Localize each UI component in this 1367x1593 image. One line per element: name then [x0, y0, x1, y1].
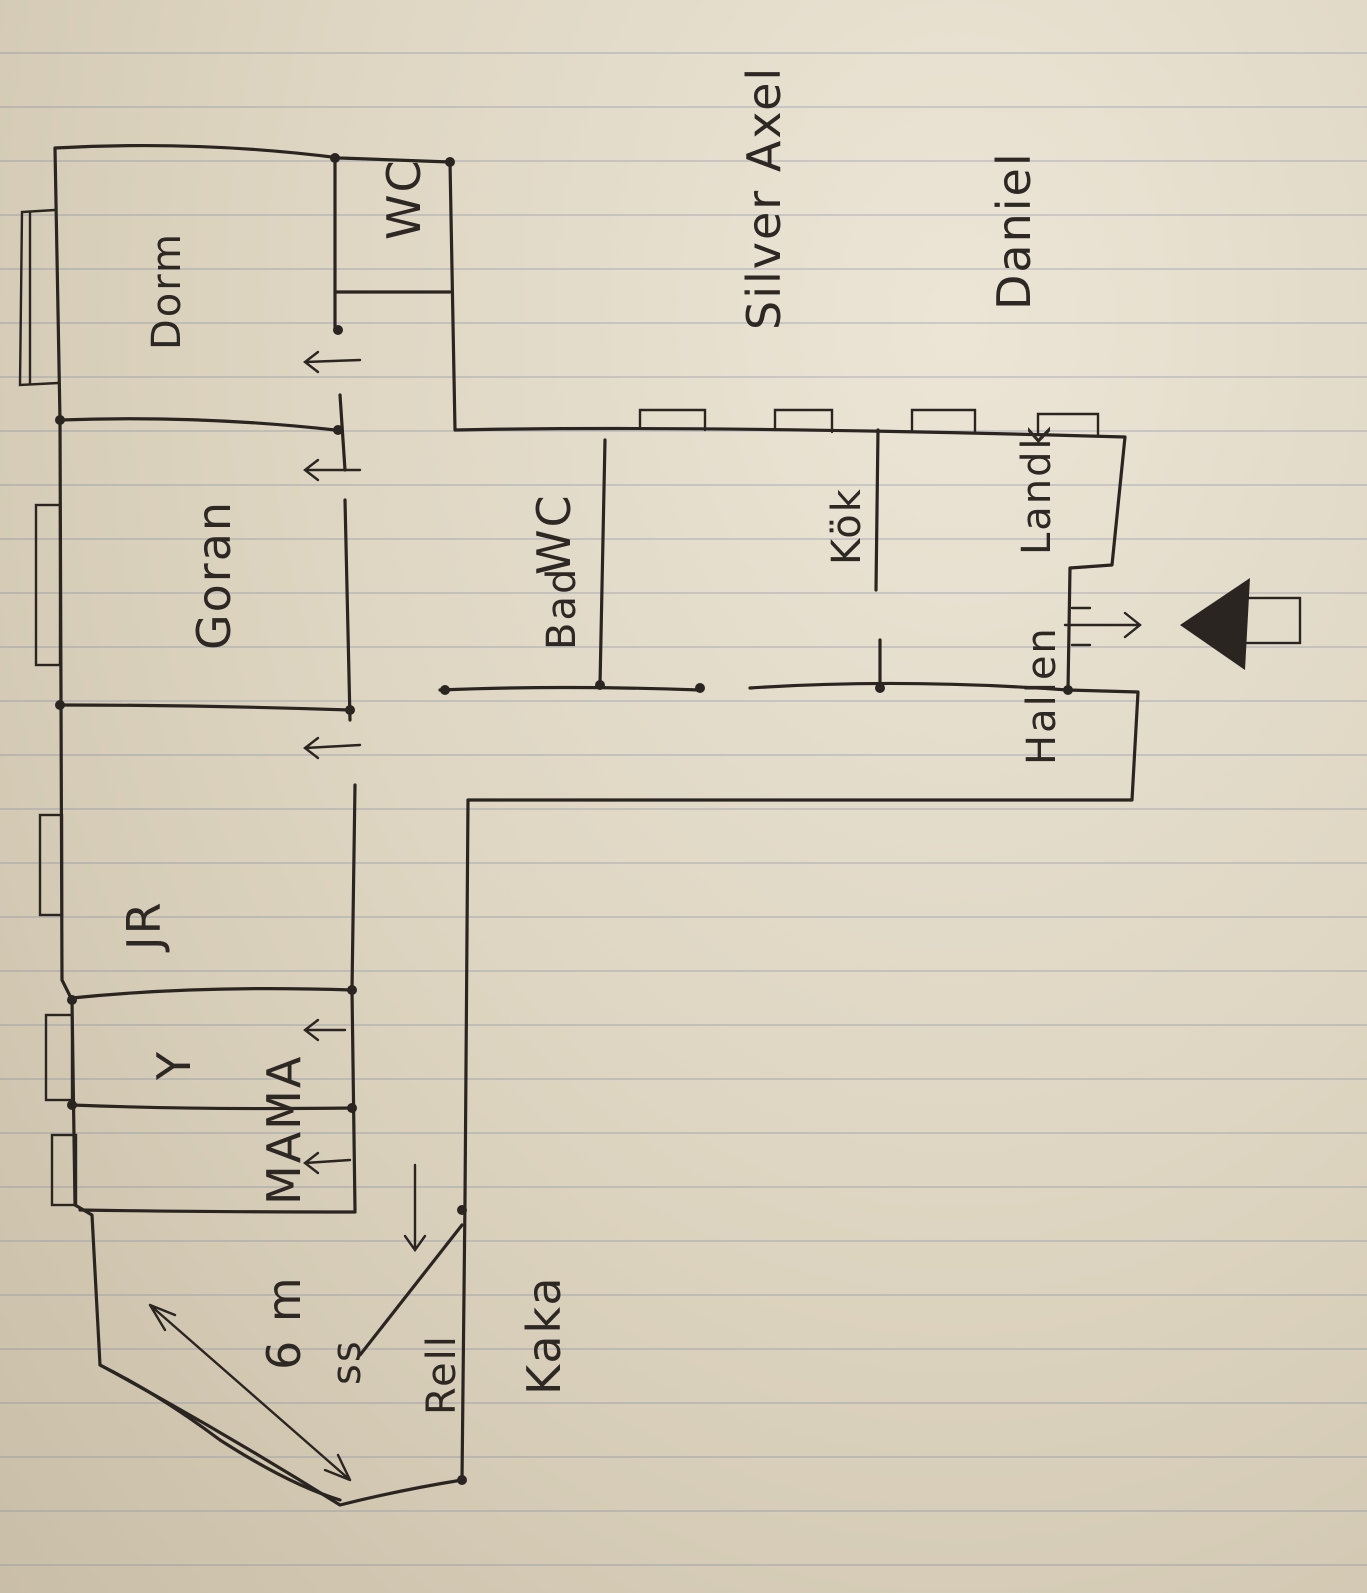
door-arrow-icon — [148, 350, 427, 1482]
room-label-bad: Bad — [539, 567, 585, 650]
room-label-kaka: Kaka — [517, 1275, 571, 1395]
room-label-wc-top: WC — [377, 158, 431, 240]
room-label-mama: MAMA — [257, 1055, 311, 1205]
dimension-label: 6 m — [257, 1275, 311, 1370]
interior-walls — [58, 156, 1070, 1502]
room-label-landk: Landk — [1014, 424, 1060, 555]
annotation-daniel: Daniel — [987, 151, 1041, 310]
room-label-ss: ss — [324, 1339, 370, 1385]
room-label-goran: Goran — [187, 500, 241, 650]
room-label-hall: Hallen — [1019, 626, 1065, 765]
annotations: Silver Axel Daniel — [737, 66, 1041, 330]
house-icon — [1180, 578, 1302, 670]
entrance-arrow-icon — [1063, 606, 1142, 647]
annotation-silver-axel: Silver Axel — [737, 66, 791, 330]
room-label-rell: Rell — [419, 1334, 465, 1415]
room-label-y: Y — [147, 1050, 201, 1081]
door-markers — [55, 153, 1073, 1485]
room-label-top: Dorm — [144, 232, 190, 350]
room-label-wc-mid: WC — [527, 493, 581, 575]
room-labels: WC Dorm Goran WC Bad Kök Landk Hallen JR… — [117, 158, 1065, 1415]
room-label-kok: Kök — [824, 487, 870, 565]
room-label-jr: JR — [117, 900, 171, 953]
outer-walls — [18, 143, 1140, 1507]
